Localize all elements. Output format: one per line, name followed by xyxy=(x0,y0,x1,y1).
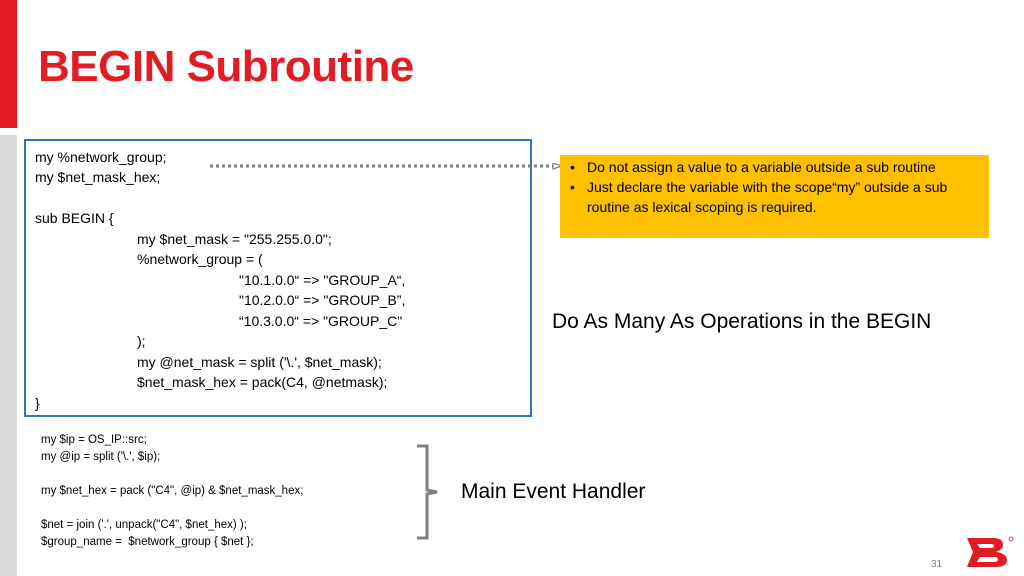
note-box: • Do not assign a value to a variable ou… xyxy=(560,155,989,238)
accent-bar-gray xyxy=(0,135,17,576)
page-number: 31 xyxy=(931,559,943,570)
code-line xyxy=(41,500,303,517)
code-line: $net = join ('.', unpack("C4", $net_hex)… xyxy=(41,519,247,531)
code-line xyxy=(41,466,303,483)
code-line: my $net_hex = pack ("C4", @ip) & $net_ma… xyxy=(41,485,304,497)
code-line: } xyxy=(35,395,40,411)
code-line: $group_name = $network_group { $net }; xyxy=(41,536,254,548)
handler-caption: Main Event Handler xyxy=(461,480,646,503)
code-line: my %network_group; xyxy=(35,149,167,165)
code-line: “10.3.0.0“ => "GROUP_C" xyxy=(239,313,403,329)
slide-title: BEGIN Subroutine xyxy=(38,42,414,91)
accent-bar-red xyxy=(0,0,17,128)
code-line: my $net_mask = "255.255.0.0"; xyxy=(137,231,332,247)
code-line: "10.1.0.0“ => "GROUP_A“, xyxy=(239,272,406,288)
note-item-text: Do not assign a value to a variable outs… xyxy=(587,159,936,175)
code-line: my @ip = split ('\.', $ip); xyxy=(41,451,161,463)
note-item: • Do not assign a value to a variable ou… xyxy=(566,157,981,177)
code-line: "10.2.0.0“ => "GROUP_B”, xyxy=(239,292,406,308)
handler-code-block: my $ip = OS_IP::src; my @ip = split ('\.… xyxy=(41,432,303,551)
bullet-icon: • xyxy=(570,159,575,175)
code-line: my @net_mask = split ('\.', $net_mask); xyxy=(137,354,382,370)
note-item-text: Just declare the variable with the scope… xyxy=(587,179,948,215)
code-line: my $ip = OS_IP::src; xyxy=(41,434,147,446)
code-line: %network_group = ( xyxy=(137,251,263,267)
note-item: • Just declare the variable with the sco… xyxy=(566,177,981,217)
begin-caption: Do As Many As Operations in the BEGIN xyxy=(552,310,932,333)
code-line: sub BEGIN { xyxy=(35,210,114,226)
code-line: ); xyxy=(137,333,146,349)
right-curly-brace-icon xyxy=(417,444,438,540)
begin-code-box: my %network_group; my $net_mask_hex; sub… xyxy=(24,139,532,417)
code-line: $net_mask_hex = pack(C4, @netmask); xyxy=(137,374,388,390)
code-line: my $net_mask_hex; xyxy=(35,169,161,185)
bullet-icon: • xyxy=(570,179,575,195)
dotted-arrow-icon xyxy=(210,163,564,170)
brocade-logo-icon xyxy=(967,536,1014,567)
